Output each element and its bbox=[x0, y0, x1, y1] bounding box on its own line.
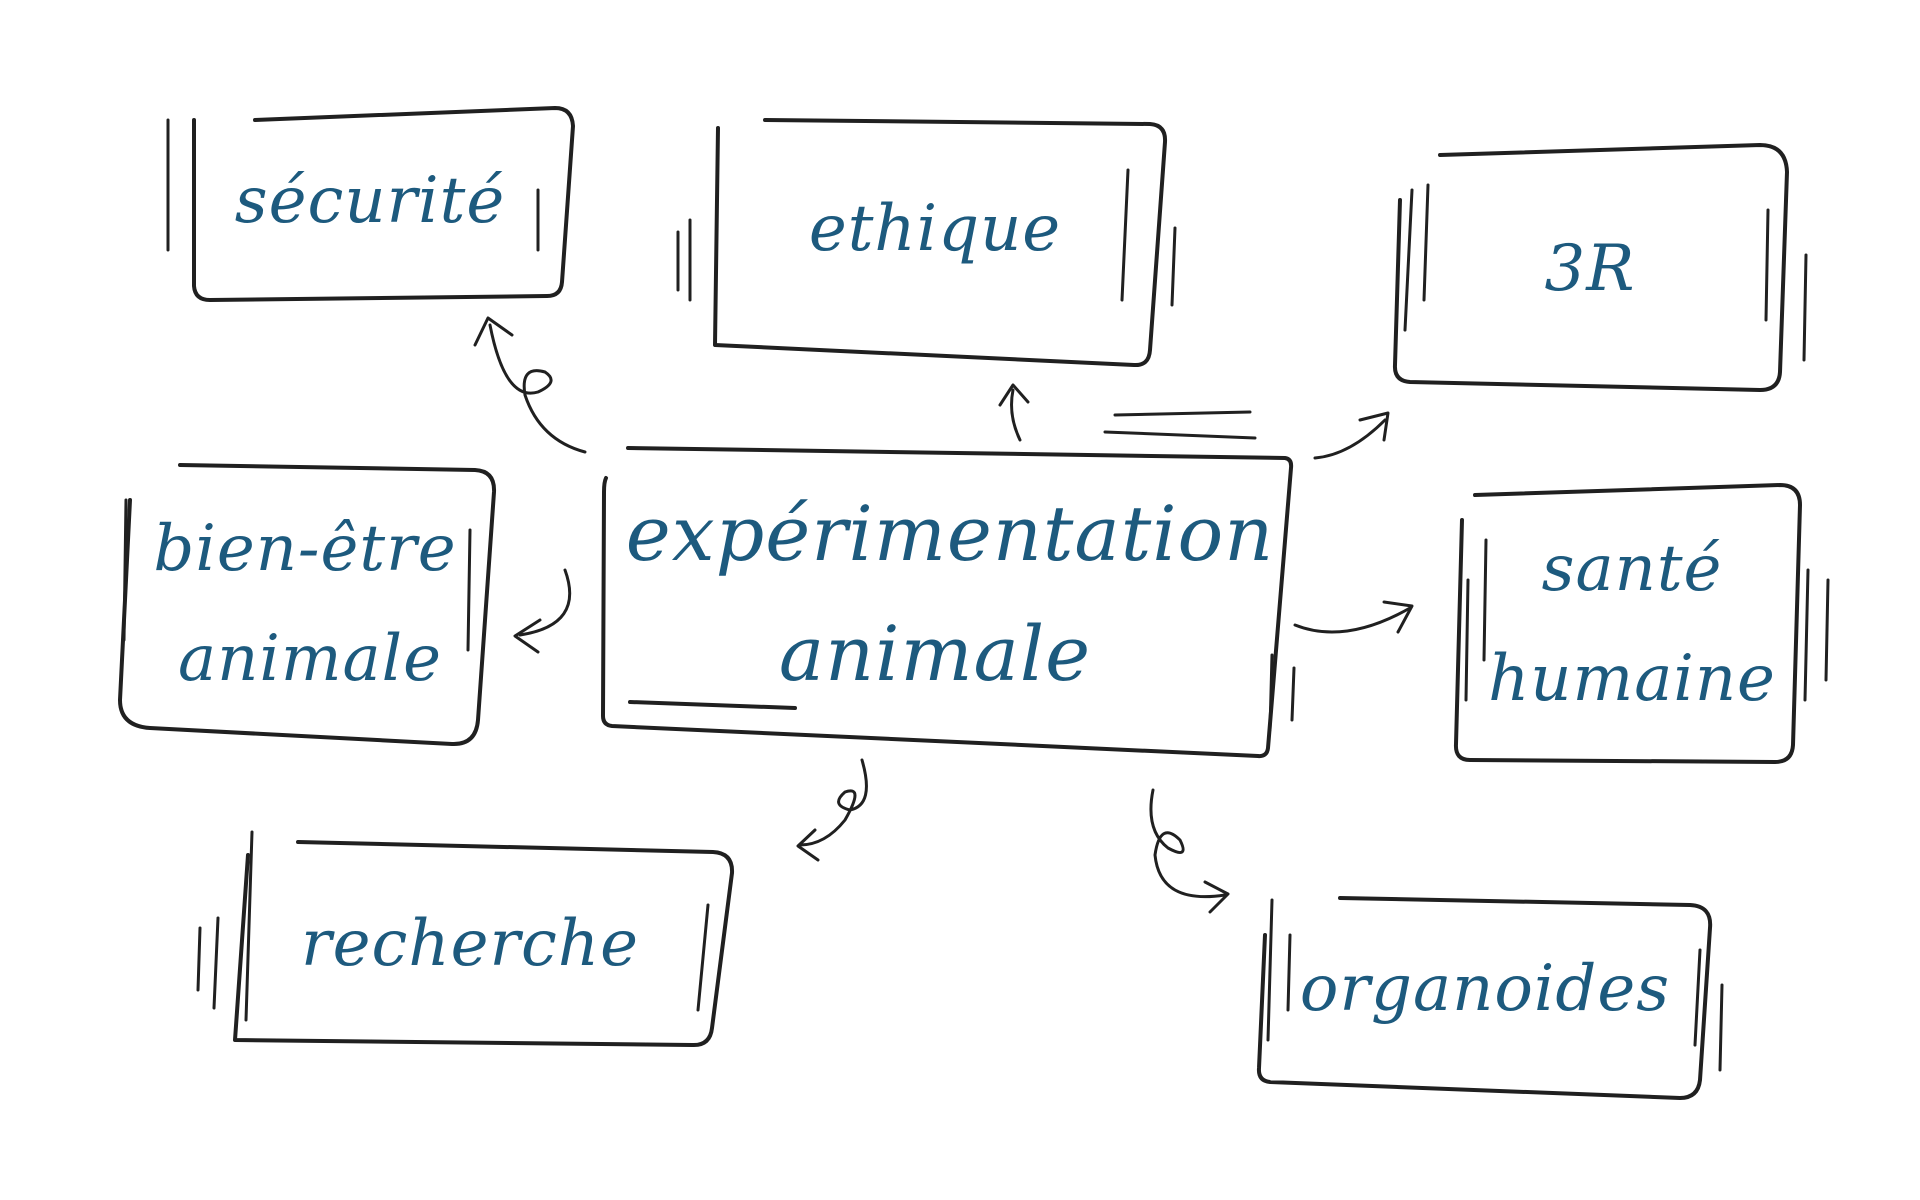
node-organoides-side-mark-right-2 bbox=[1718, 983, 1724, 1072]
center-node-underline bbox=[628, 700, 797, 710]
node-bien-etre-label-line2: animale bbox=[178, 622, 442, 696]
node-sante-label-line1: santé bbox=[1542, 532, 1723, 606]
node-3r-side-mark-right-1 bbox=[1764, 208, 1770, 322]
node-sante-side-mark-left-1 bbox=[1464, 578, 1470, 702]
center-node-frame bbox=[601, 446, 1294, 759]
arrow-to-securite bbox=[473, 316, 587, 454]
node-recherche-label: recherche bbox=[301, 907, 639, 981]
node-organoides-side-mark-right-1 bbox=[1693, 948, 1702, 1047]
center-node: expérimentation animale bbox=[601, 446, 1294, 759]
center-top-dash-1 bbox=[1113, 410, 1252, 417]
node-sante-frame bbox=[1453, 483, 1802, 764]
arrow-to-recherche bbox=[796, 758, 868, 862]
node-recherche-side-mark-left-1 bbox=[244, 830, 254, 1022]
center-node-label-line1: expérimentation bbox=[626, 489, 1275, 578]
center-top-dash-2 bbox=[1103, 430, 1257, 440]
arrow-to-sante bbox=[1293, 600, 1414, 634]
node-sante-side-mark-right-1 bbox=[1803, 568, 1810, 702]
node-3r-frame bbox=[1392, 143, 1789, 392]
node-bien-etre-label-line1: bien-être bbox=[153, 512, 456, 586]
node-recherche-side-mark-left-3 bbox=[196, 926, 202, 992]
node-bien-etre-side-mark-left bbox=[122, 498, 128, 642]
arrow-to-bien-etre bbox=[513, 568, 572, 654]
node-ethique-side-mark-right-1 bbox=[1120, 168, 1130, 302]
node-sante-label-line2: humaine bbox=[1488, 642, 1776, 716]
node-ethique: ethique bbox=[676, 118, 1177, 368]
node-recherche-side-mark-left-2 bbox=[212, 916, 220, 1010]
arrow-to-organoides bbox=[1149, 788, 1230, 914]
center-right-mark-1 bbox=[1268, 653, 1274, 732]
node-organoides: organoides bbox=[1256, 896, 1724, 1100]
node-bien-etre-side-mark-right bbox=[466, 528, 472, 652]
node-organoides-side-mark-left-2 bbox=[1286, 933, 1292, 1012]
node-3r-label: 3R bbox=[1545, 232, 1636, 306]
node-securite-frame bbox=[192, 106, 575, 302]
node-ethique-side-mark-right-2 bbox=[1170, 226, 1177, 307]
node-sante-side-mark-left-2 bbox=[1482, 538, 1488, 662]
node-sante-humaine: santé humaine bbox=[1453, 483, 1830, 764]
node-ethique-label: ethique bbox=[809, 192, 1061, 266]
node-organoides-side-mark-left-1 bbox=[1266, 898, 1274, 1042]
node-bien-etre-frame bbox=[118, 463, 497, 747]
node-3r-side-mark-left-2 bbox=[1422, 183, 1430, 302]
node-recherche-frame bbox=[233, 840, 735, 1048]
center-right-mark-2 bbox=[1290, 666, 1296, 722]
center-node-label-line2: animale bbox=[779, 609, 1091, 698]
node-recherche-side-mark-right bbox=[696, 903, 710, 1012]
node-3r: 3R bbox=[1392, 143, 1808, 392]
arrow-to-ethique bbox=[998, 383, 1030, 442]
node-recherche: recherche bbox=[196, 830, 735, 1048]
node-organoides-frame bbox=[1256, 896, 1713, 1100]
node-organoides-label: organoides bbox=[1300, 952, 1670, 1026]
node-securite: sécurité bbox=[166, 106, 575, 302]
node-3r-side-mark-right-2 bbox=[1802, 253, 1808, 362]
node-3r-side-mark-left-1 bbox=[1403, 188, 1414, 332]
node-ethique-frame bbox=[713, 118, 1168, 368]
node-sante-side-mark-right-2 bbox=[1824, 578, 1830, 682]
arrow-to-3r bbox=[1313, 411, 1390, 460]
node-securite-label: sécurité bbox=[235, 164, 505, 238]
node-bien-etre-animale: bien-être animale bbox=[118, 463, 497, 747]
